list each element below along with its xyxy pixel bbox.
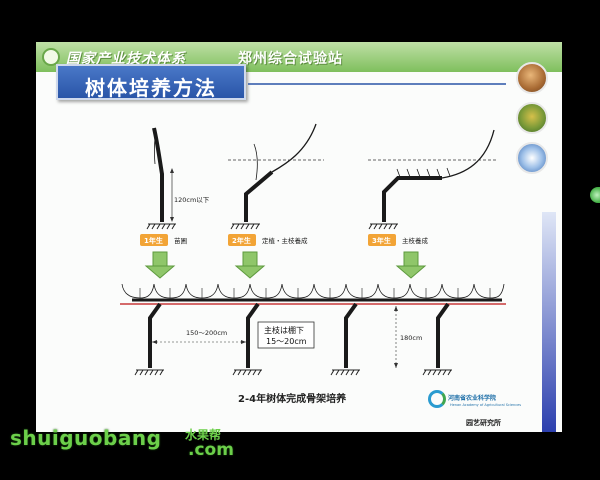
stage-2-down-arrow	[236, 252, 264, 278]
trellis-height-label: 180cm	[400, 334, 422, 342]
presentation-slide: 国家产业技术体系 郑州综合试验站 树体培养方法	[36, 42, 562, 432]
stage-1-year-label: 1年生	[144, 236, 163, 245]
spacing-label: 150～200cm	[186, 329, 227, 337]
institute-department: 园艺研究所	[466, 418, 501, 428]
stage-3-tree	[368, 130, 496, 229]
stage-2-year-label: 2年生	[232, 236, 251, 245]
stage-1-action: 苗圃	[174, 237, 187, 245]
stage-2-action: 定植・主枝養成	[262, 236, 308, 245]
tree-training-diagram: 120cm以下 1年生 苗圃	[36, 42, 562, 432]
stage-3-year-label: 3年生	[372, 236, 391, 245]
stage-1-down-arrow	[146, 252, 174, 278]
institute-english-name: Henan Academy of Agricultural Sciences	[450, 403, 521, 407]
stage-3-down-arrow	[397, 252, 425, 278]
watermark-domain: .com	[188, 440, 234, 460]
watermark-text: shuiguobang	[10, 426, 161, 450]
stage-2-tree	[228, 124, 324, 229]
branch-note-line-1: 主枝は棚下	[264, 325, 304, 335]
trellis-system	[120, 284, 506, 375]
institute-logo-icon	[428, 390, 446, 408]
diagram-caption: 2-4年树体完成骨架培养	[238, 392, 347, 405]
side-expand-button[interactable]	[590, 187, 600, 203]
height-label: 120cm以下	[174, 196, 210, 204]
branch-note-line-2: 15～20cm	[266, 337, 307, 346]
stage-1-tree	[147, 128, 176, 229]
institute-name: 河南省农业科学院	[448, 393, 496, 402]
stage-3-action: 主枝養成	[402, 236, 429, 245]
